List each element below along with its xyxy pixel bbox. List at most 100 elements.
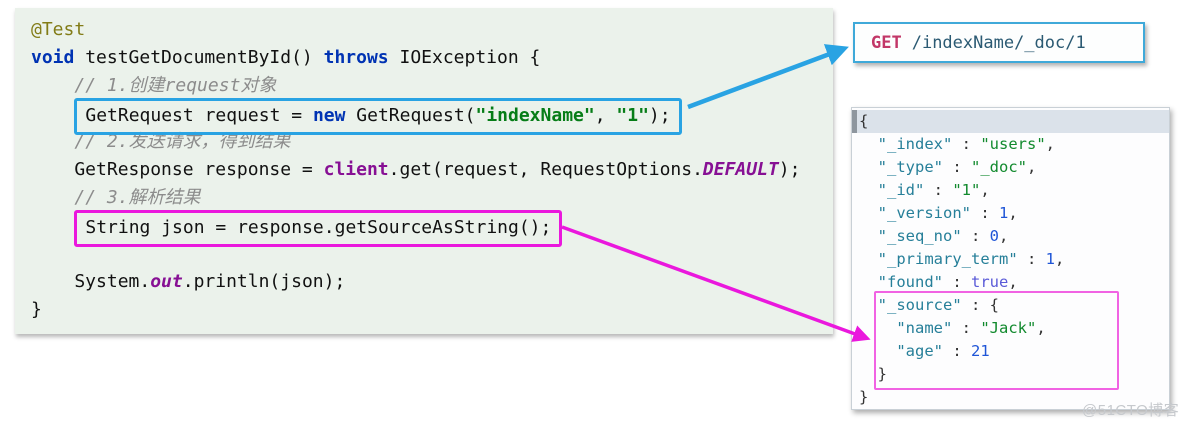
token: throws bbox=[323, 47, 389, 68]
json-line: } bbox=[852, 386, 1169, 409]
token: : bbox=[961, 296, 990, 314]
token: "users" bbox=[980, 135, 1046, 153]
token bbox=[31, 131, 74, 152]
token: : bbox=[952, 135, 981, 153]
source-highlight-box bbox=[874, 291, 1119, 390]
token: "_id" bbox=[877, 181, 925, 199]
token: "_primary_term" bbox=[877, 250, 1018, 268]
token: : bbox=[971, 204, 999, 222]
token: IOException { bbox=[388, 47, 541, 68]
token: "_source" bbox=[877, 296, 962, 314]
token: // 2.发送请求，得到结果 bbox=[74, 131, 291, 152]
json-line: "_type" : "_doc", bbox=[852, 156, 1169, 179]
token: , bbox=[1036, 319, 1046, 337]
highlight-box-blue: GetRequest request = new GetRequest("ind… bbox=[74, 98, 682, 135]
code-line: GetRequest request = new GetRequest("ind… bbox=[15, 98, 833, 135]
token: : bbox=[943, 158, 971, 176]
token: "_type" bbox=[877, 158, 943, 176]
token: new bbox=[312, 105, 346, 126]
request-path-label: /indexName/_doc/1 bbox=[911, 32, 1086, 53]
token: ); bbox=[778, 159, 801, 180]
token: : bbox=[952, 319, 981, 337]
token: void bbox=[31, 47, 75, 68]
json-line: "found" : true, bbox=[852, 271, 1169, 294]
token: "age" bbox=[896, 342, 943, 360]
json-line: "_id" : "1", bbox=[852, 179, 1169, 202]
token bbox=[859, 227, 878, 245]
token: 1 bbox=[999, 204, 1009, 222]
json-line: } bbox=[852, 363, 1169, 386]
code-line: String json = response.getSourceAsString… bbox=[15, 210, 833, 247]
token: "name" bbox=[896, 319, 953, 337]
code-line: System.out.println(json); bbox=[15, 268, 833, 296]
token: : bbox=[943, 342, 971, 360]
code-line: } bbox=[15, 296, 833, 324]
indent bbox=[31, 107, 74, 128]
token: : bbox=[924, 181, 953, 199]
token bbox=[859, 204, 878, 222]
watermark: @51CTO博客 bbox=[1082, 402, 1180, 419]
token: String json = response.getSourceAsString… bbox=[85, 217, 552, 238]
token: true bbox=[971, 273, 1009, 291]
token: testGetDocumentById() bbox=[74, 47, 324, 68]
token: , bbox=[594, 105, 617, 126]
token: "_seq_no" bbox=[877, 227, 962, 245]
highlight-box-magenta: String json = response.getSourceAsString… bbox=[74, 210, 563, 247]
token: DEFAULT bbox=[702, 159, 779, 180]
token: , bbox=[1008, 204, 1018, 222]
java-code-block: @Test void testGetDocumentById() throws I… bbox=[15, 8, 833, 334]
token: } bbox=[859, 388, 869, 406]
token: GetRequest request = bbox=[85, 105, 313, 126]
token: , bbox=[1008, 273, 1018, 291]
token bbox=[859, 250, 878, 268]
token bbox=[859, 158, 878, 176]
token: // 1.创建request对象 bbox=[74, 75, 277, 96]
token: .println(json); bbox=[182, 271, 346, 292]
code-line: void testGetDocumentById() throws IOExce… bbox=[15, 44, 833, 72]
token: 0 bbox=[989, 227, 1000, 245]
token: GetResponse response = bbox=[31, 159, 324, 180]
token: @Test bbox=[31, 19, 86, 40]
token: client bbox=[323, 159, 389, 180]
code-line: GetResponse response = client.get(reques… bbox=[15, 156, 833, 184]
token: } bbox=[31, 299, 42, 320]
token: "_index" bbox=[877, 135, 953, 153]
token: "1" bbox=[616, 105, 649, 126]
token: } bbox=[859, 365, 887, 383]
token: : bbox=[961, 227, 990, 245]
token: "_version" bbox=[877, 204, 971, 222]
token: , bbox=[1027, 158, 1037, 176]
json-line: "age" : 21 bbox=[852, 340, 1169, 363]
json-line: "_source" : { bbox=[852, 294, 1169, 317]
json-line: "_primary_term" : 1, bbox=[852, 248, 1169, 271]
token: : bbox=[1017, 250, 1046, 268]
token: "indexName" bbox=[475, 105, 595, 126]
token: "Jack" bbox=[980, 319, 1037, 337]
token: out bbox=[150, 271, 183, 292]
http-method-label: GET bbox=[871, 32, 902, 53]
token bbox=[31, 187, 74, 208]
token: , bbox=[999, 227, 1009, 245]
token: .get(request, RequestOptions. bbox=[388, 159, 703, 180]
token: 21 bbox=[971, 342, 990, 360]
indent bbox=[31, 219, 74, 240]
code-line: // 1.创建request对象 bbox=[15, 72, 833, 100]
token: , bbox=[980, 181, 990, 199]
token: 1 bbox=[1045, 250, 1055, 268]
token: { bbox=[989, 296, 1000, 314]
json-line: "name" : "Jack", bbox=[852, 317, 1169, 340]
json-line: "_version" : 1, bbox=[852, 202, 1169, 225]
token bbox=[859, 181, 878, 199]
token: : bbox=[943, 273, 971, 291]
code-line: @Test bbox=[15, 16, 833, 44]
token: "1" bbox=[952, 181, 981, 199]
token: "_doc" bbox=[971, 158, 1027, 176]
json-line: "_seq_no" : 0, bbox=[852, 225, 1169, 248]
rest-request-box: GET /indexName/_doc/1 bbox=[853, 22, 1145, 63]
code-line: // 2.发送请求，得到结果 bbox=[15, 128, 833, 156]
token: , bbox=[1055, 250, 1065, 268]
token: { bbox=[859, 112, 869, 130]
json-line: { bbox=[852, 110, 1169, 133]
json-line: "_index" : "users", bbox=[852, 133, 1169, 156]
